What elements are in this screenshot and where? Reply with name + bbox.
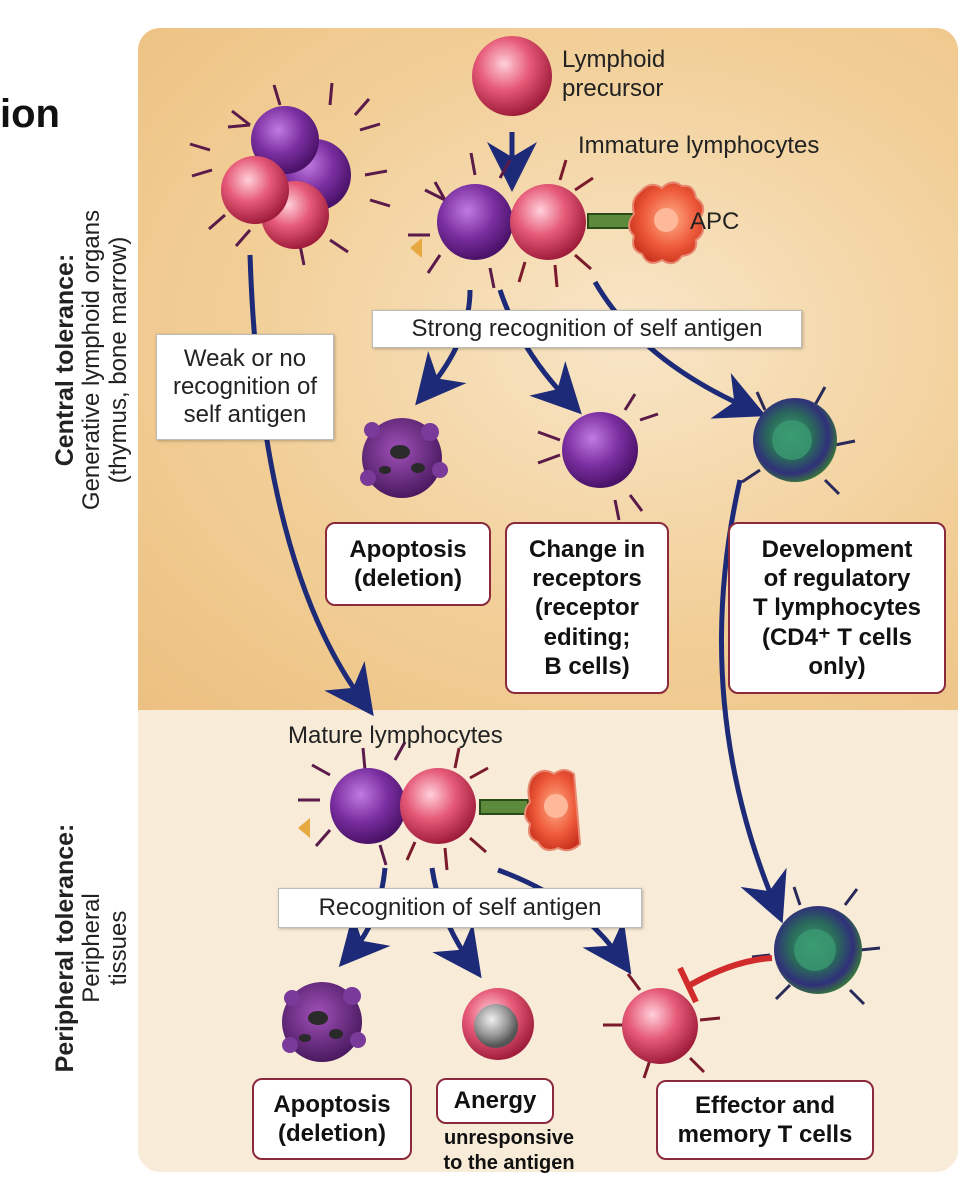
weak-recognition-banner: Weak or no recognition of self antigen xyxy=(156,334,334,440)
weak-recognition-line1: Weak or no xyxy=(183,344,307,372)
apc-label: APC xyxy=(690,208,740,235)
lymphoid-precursor-label: Lymphoid precursor xyxy=(562,46,665,104)
lymphoid-precursor-label-line2: precursor xyxy=(562,74,664,102)
immature-t-cell-icon xyxy=(510,159,594,288)
central-outcome-regulatory-t: Development of regulatory T lymphocytes … xyxy=(728,522,946,694)
receptor-editing-line4: editing; xyxy=(543,623,631,651)
effector-line1: Effector and xyxy=(694,1091,835,1119)
regulatory-t-line4: (CD4⁺ T cells xyxy=(761,623,913,651)
mature-b-cell-icon xyxy=(298,741,407,866)
lymphoid-precursor-label-line1: Lymphoid xyxy=(562,46,666,73)
peripheral-outcome-apoptosis: Apoptosis (deletion) xyxy=(252,1078,412,1160)
central-outcome-apoptosis: Apoptosis (deletion) xyxy=(325,522,491,606)
peripheral-regulatory-t-cell-icon xyxy=(751,886,881,1006)
immature-lymphocytes-label: Immature lymphocytes xyxy=(578,132,820,159)
immature-b-cell-icon xyxy=(408,152,513,289)
apc-cell-icon xyxy=(628,181,705,265)
anergic-cell-icon xyxy=(462,988,534,1060)
peripheral-apoptosis-line2: (deletion) xyxy=(278,1120,386,1147)
regulatory-t-line1: Development xyxy=(761,535,913,563)
recognition-banner: Recognition of self antigen xyxy=(278,888,642,928)
receptor-editing-line1: Change in xyxy=(528,535,645,563)
weak-recognition-line3: self antigen xyxy=(183,401,307,429)
regulatory-t-line5: only) xyxy=(808,652,866,680)
weak-recognition-line2: recognition of xyxy=(172,372,318,400)
peripheral-outcome-effector: Effector and memory T cells xyxy=(656,1080,874,1160)
receptor-editing-line5: B cells) xyxy=(544,652,630,680)
central-apoptosis-line2: (deletion) xyxy=(354,565,462,592)
anergy-note-line1: unresponsive xyxy=(443,1127,575,1149)
peripheral-apoptotic-cell-icon xyxy=(282,982,366,1062)
inhibition-arrow-icon xyxy=(677,955,773,1004)
regulatory-t-line2: of regulatory xyxy=(763,565,911,593)
central-apoptosis-line1: Apoptosis xyxy=(349,535,467,563)
receptor-editing-line3: (receptor xyxy=(534,594,640,622)
regulatory-t-line3: T lymphocytes xyxy=(752,594,922,622)
anergy-note-line2: to the antigen xyxy=(443,1152,575,1174)
regulatory-t-cell-icon xyxy=(741,386,856,496)
apoptotic-cell-icon xyxy=(360,418,448,498)
receptor-editing-line2: receptors xyxy=(532,565,642,593)
lymphoid-precursor-cell-icon xyxy=(472,36,552,116)
mature-t-cell-icon xyxy=(400,747,489,871)
central-outcome-receptor-editing: Change in receptors (receptor editing; B… xyxy=(505,522,669,694)
mature-apc-receptor-icon xyxy=(479,799,529,815)
peripheral-outcome-anergy: Anergy xyxy=(436,1078,554,1124)
anergy-note: unresponsive to the antigen xyxy=(420,1126,598,1176)
anergy-label: Anergy xyxy=(453,1087,537,1115)
peripheral-apoptosis-line1: Apoptosis xyxy=(273,1090,391,1118)
mature-apc-cell-icon xyxy=(524,769,582,852)
page-title: ion xyxy=(0,92,60,136)
mature-lymphocytes-label: Mature lymphocytes xyxy=(288,722,503,749)
cell-cluster-icon xyxy=(189,82,391,266)
strong-recognition-banner: Strong recognition of self antigen xyxy=(372,310,802,348)
receptor-edited-b-cell-icon xyxy=(537,393,659,521)
effector-line2: memory T cells xyxy=(677,1121,853,1148)
effector-t-cell-icon xyxy=(603,973,721,1079)
